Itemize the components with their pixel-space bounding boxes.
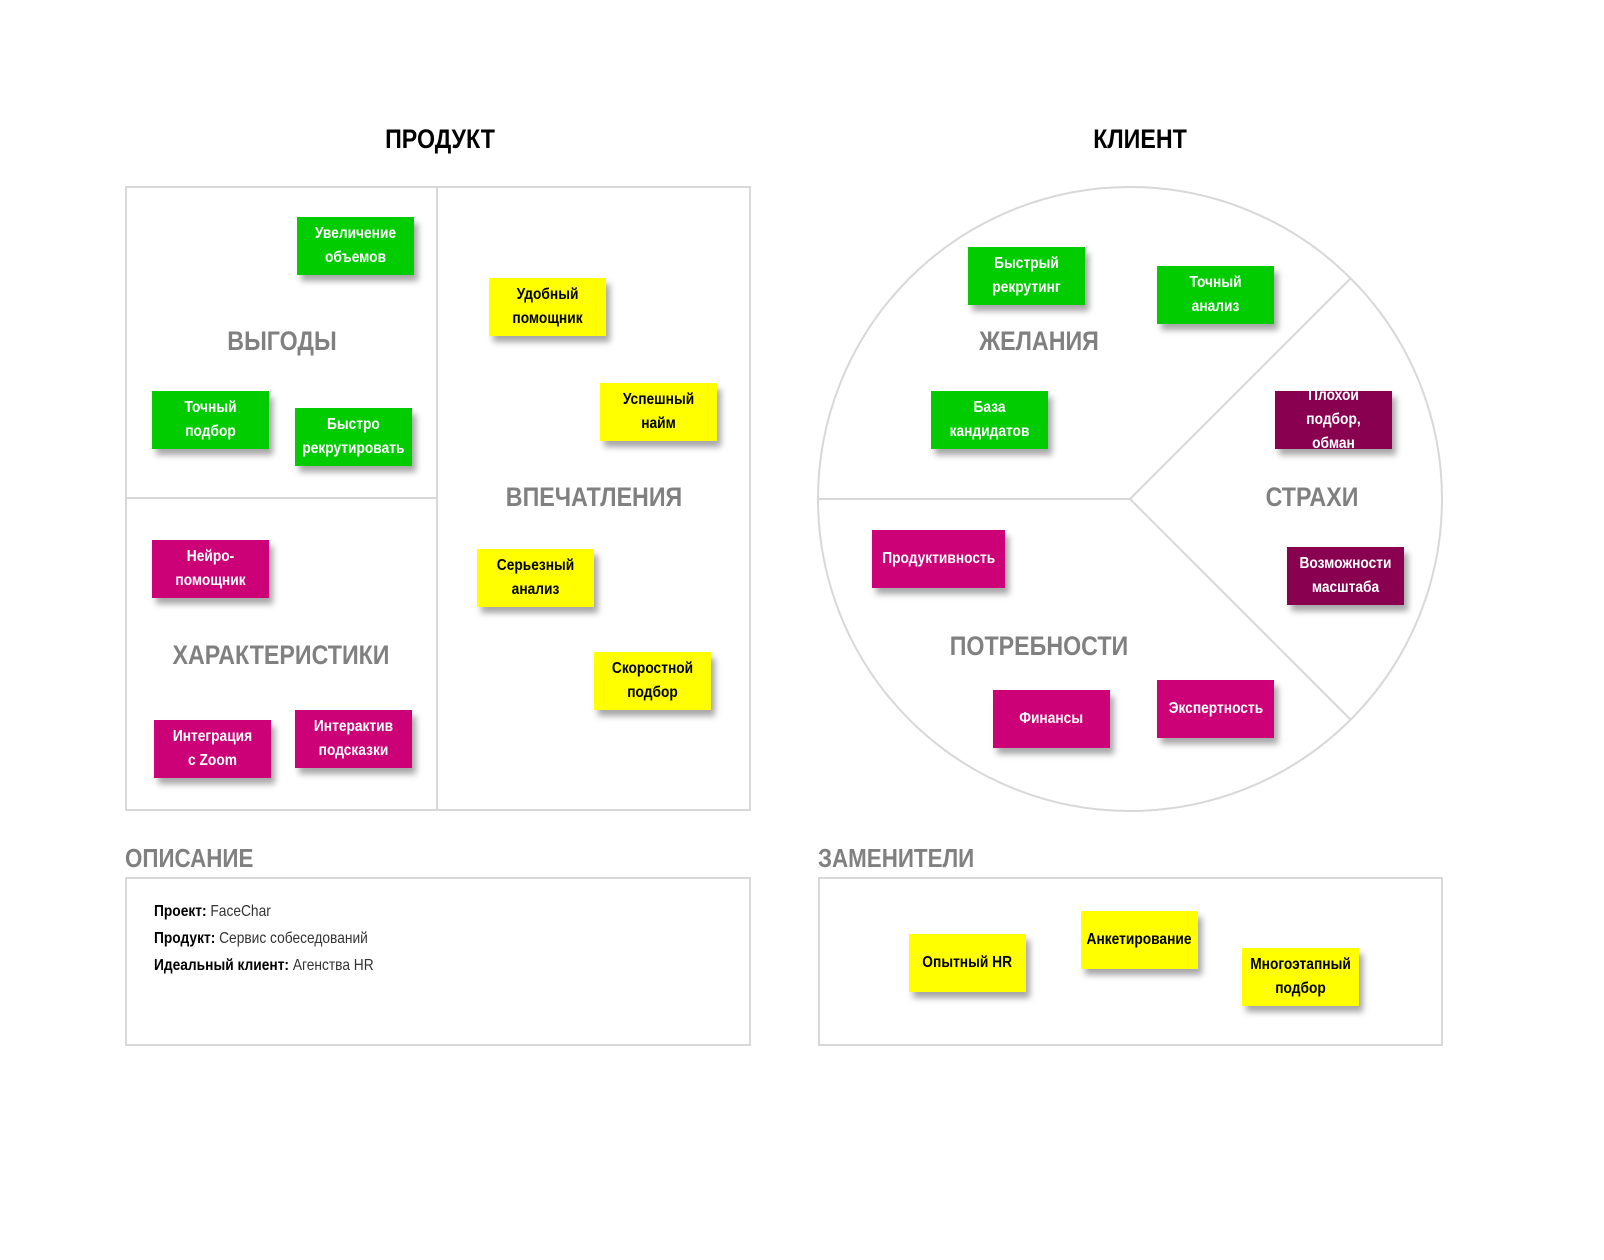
fears-label: СТРАХИ (1265, 482, 1359, 512)
sticky-note[interactable]: Экспертность (1157, 680, 1274, 738)
sticky-note[interactable]: Плохой подбор, обман (1275, 387, 1392, 452)
sticky-note[interactable]: Быстрый рекрутинг (968, 247, 1085, 305)
sticky-note[interactable]: Удобный помощник (489, 278, 606, 336)
experience-label: ВПЕЧАТЛЕНИЯ (505, 482, 683, 512)
wants-label: ЖЕЛАНИЯ (979, 326, 1099, 356)
features-label: ХАРАКТЕРИСТИКИ (172, 640, 390, 670)
description-ideal-client: Идеальный клиент: Агенства HR (154, 957, 374, 974)
client-circle (817, 186, 1443, 812)
sticky-note[interactable]: Быстро рекрутировать (295, 408, 412, 466)
product-title: ПРОДУКТ (385, 124, 495, 154)
sticky-note[interactable]: Скоростной подбор (594, 652, 711, 710)
substitutes-label: ЗАМЕНИТЕЛИ (818, 843, 975, 873)
sticky-note[interactable]: Финансы (993, 690, 1110, 748)
sticky-note[interactable]: Возможности масштаба (1287, 547, 1404, 605)
sticky-note[interactable]: База кандидатов (931, 391, 1048, 449)
sticky-note[interactable]: Серьезный анализ (477, 549, 594, 607)
needs-label: ПОТРЕБНОСТИ (949, 631, 1129, 661)
sticky-note[interactable]: Точный анализ (1157, 266, 1274, 324)
description-product: Продукт: Сервис собеседований (154, 930, 368, 947)
sticky-note[interactable]: Опытный HR (909, 934, 1026, 992)
sticky-note[interactable]: Интеграция с Zoom (154, 720, 271, 778)
description-project: Проект: FaceChar (154, 903, 271, 920)
sticky-note[interactable]: Нейро-помощник (152, 540, 269, 598)
sticky-note[interactable]: Успешный найм (600, 383, 717, 441)
description-box (125, 877, 751, 1046)
description-label: ОПИСАНИЕ (125, 843, 254, 873)
benefits-label: ВЫГОДЫ (227, 326, 337, 356)
client-title: КЛИЕНТ (1093, 124, 1187, 154)
sticky-note[interactable]: Точный подбор (152, 391, 269, 449)
sticky-note[interactable]: Продуктивность (872, 530, 1005, 588)
sticky-note[interactable]: Многоэтапный подбор (1242, 948, 1359, 1006)
sticky-note[interactable]: Увеличение объемов (297, 217, 414, 275)
sticky-note[interactable]: Анкетирование (1081, 911, 1198, 969)
sticky-note[interactable]: Интерактив подсказки (295, 710, 412, 768)
